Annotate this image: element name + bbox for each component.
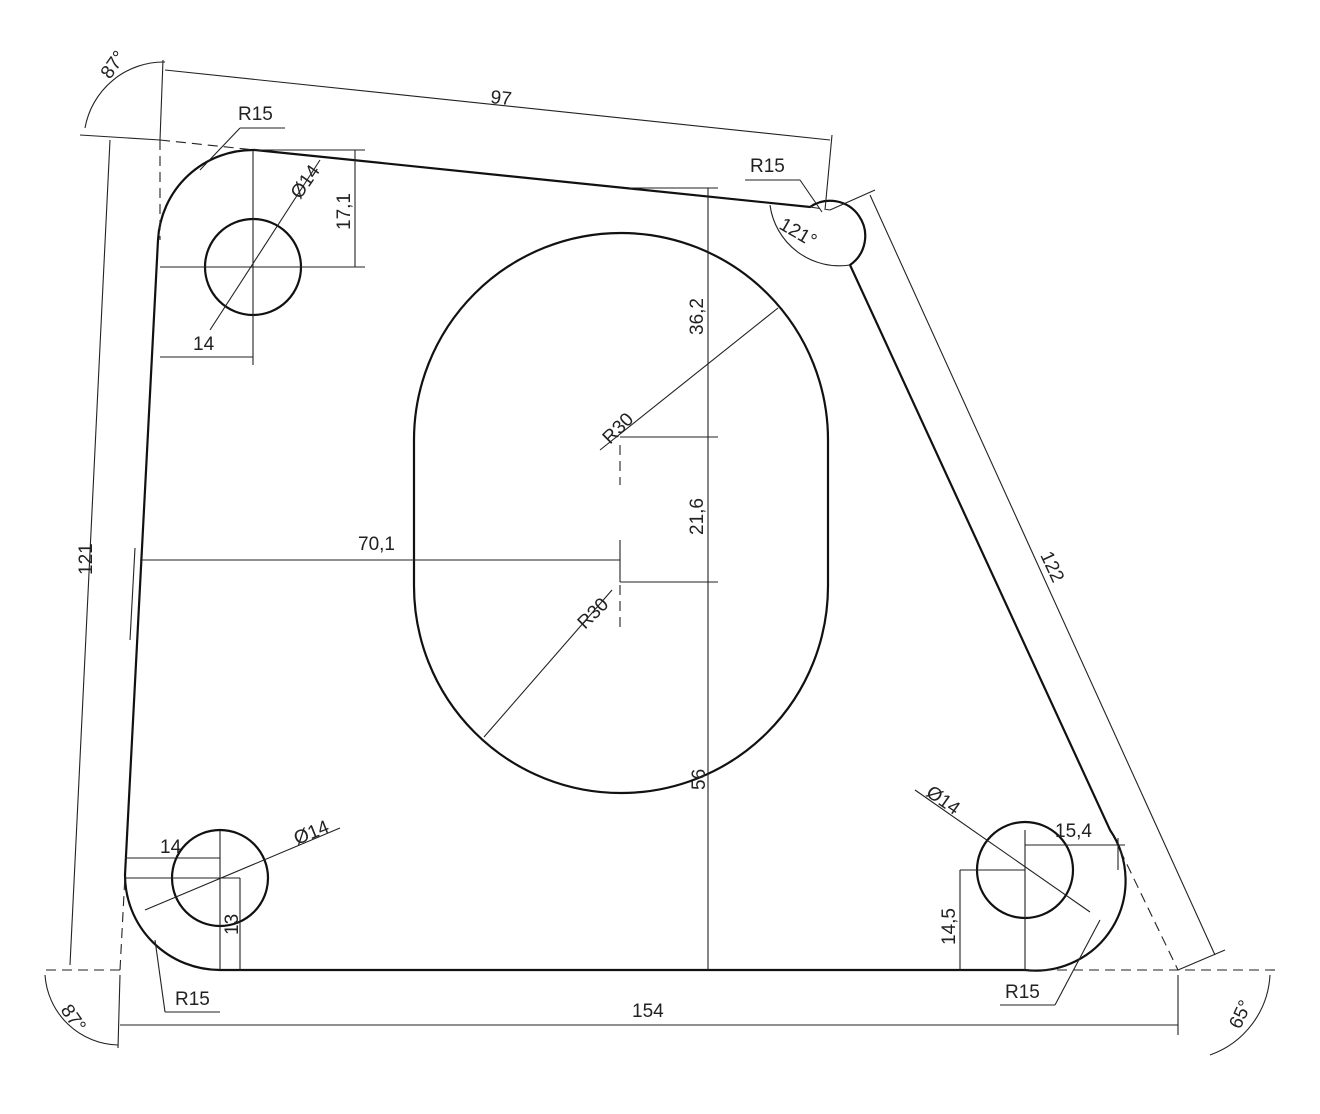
dimension-label: 14: [193, 334, 215, 355]
dimension-label: 56: [689, 769, 710, 790]
angle-label: 87°: [56, 1001, 90, 1037]
dimension-label: 97: [489, 87, 512, 110]
dimension-label: 122: [1035, 548, 1067, 586]
diameter-label: Ø14: [922, 782, 964, 820]
dimension-label: 154: [632, 1001, 664, 1022]
radius-label: R15: [1005, 982, 1040, 1003]
diameter-label: Ø14: [287, 161, 325, 203]
dimension-label: 17,1: [334, 193, 355, 230]
dimension-label: 121: [76, 543, 97, 575]
dimension-label: 14: [160, 837, 182, 858]
dimension-label: 21,6: [687, 498, 708, 535]
angle-label: 65°: [1225, 997, 1256, 1032]
radius-label: R30: [599, 409, 638, 448]
dimension-label: 36,2: [687, 298, 708, 335]
dimension-label: 13: [222, 914, 243, 935]
dimension-lines: [40, 59, 1275, 1056]
part-outline: [123, 148, 1127, 972]
center-slot: [412, 231, 830, 795]
dimension-label: 15,4: [1055, 821, 1092, 842]
diameter-label: Ø14: [291, 817, 333, 850]
angle-label: 121°: [776, 214, 821, 252]
dimension-label: 70,1: [358, 534, 395, 555]
dimension-label: 14,5: [939, 908, 960, 945]
radius-label: R15: [750, 156, 785, 177]
radius-label: R15: [238, 104, 273, 125]
radius-label: R15: [175, 989, 210, 1010]
angle-label: 87°: [97, 47, 131, 83]
